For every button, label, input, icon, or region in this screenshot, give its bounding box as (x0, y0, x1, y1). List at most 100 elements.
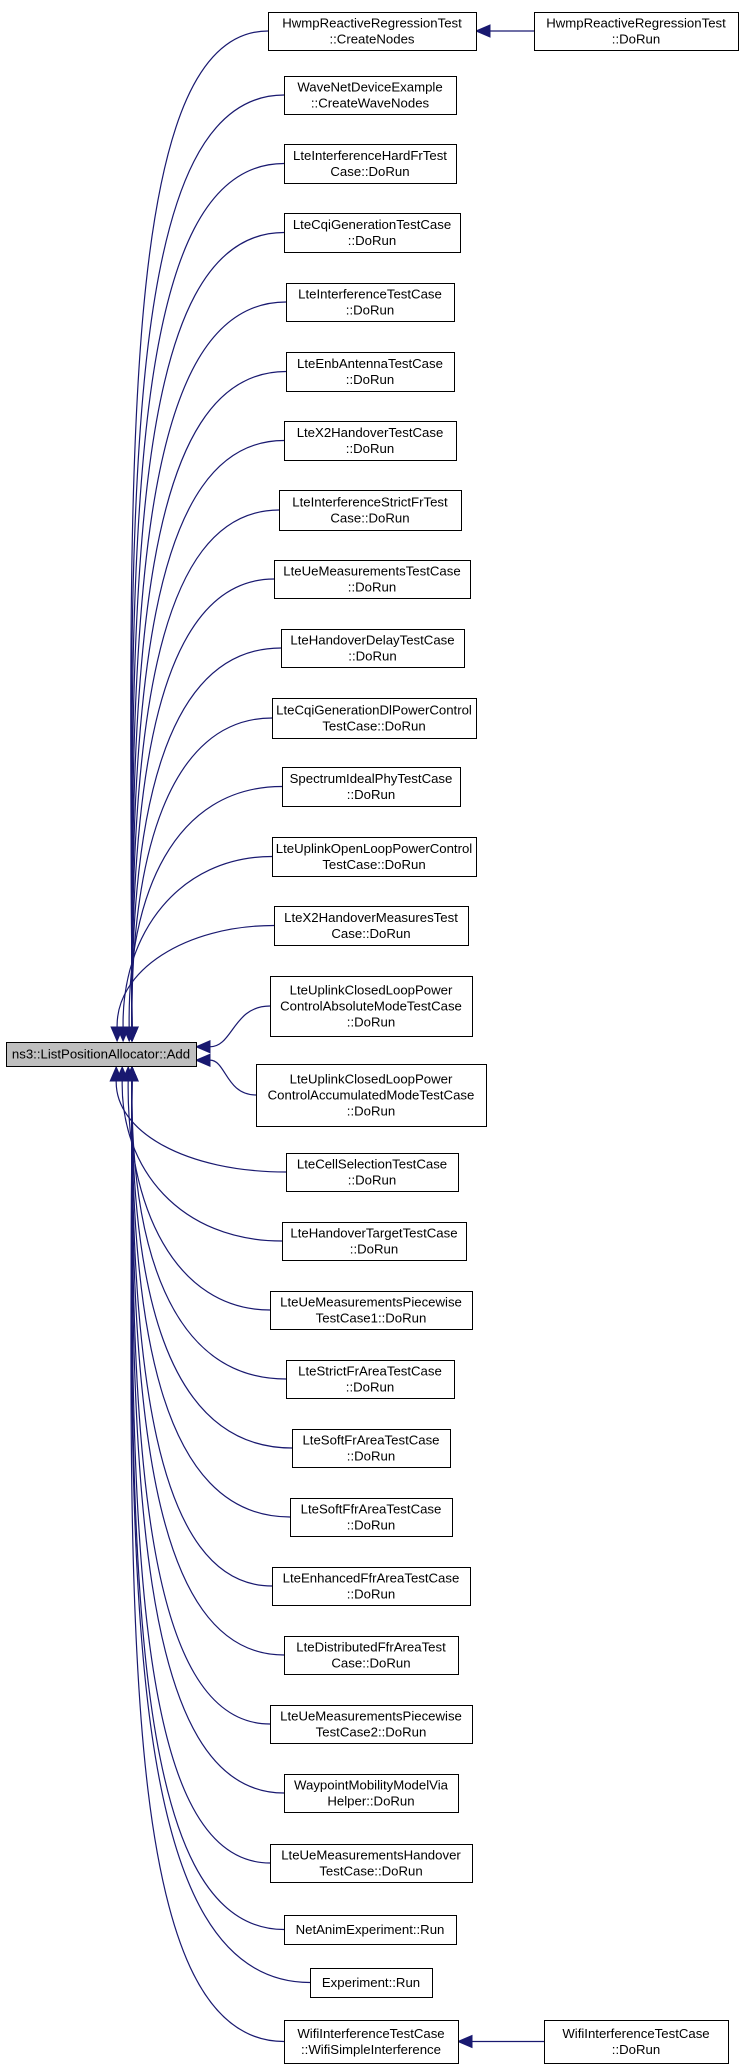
caller-node-n13[interactable]: LteUplinkOpenLoopPowerControlTestCase::D… (272, 837, 477, 877)
node-box (292, 1429, 451, 1468)
node-box (282, 767, 461, 807)
caller-node-n20[interactable]: LteStrictFrAreaTestCase::DoRun (286, 1360, 455, 1399)
edge-n12-to-root (122, 785, 283, 1043)
caller-node-n2[interactable]: WaveNetDeviceExample::CreateWaveNodes (284, 76, 457, 115)
edge-line (131, 1079, 285, 1794)
node-label-line: ::DoRun (347, 1015, 395, 1030)
caller-node-n28[interactable]: NetAnimExperiment::Run (284, 1915, 457, 1945)
node-box (284, 144, 457, 184)
node-label-line: ::DoRun (346, 372, 394, 387)
node-label-line: ::DoRun (612, 32, 660, 47)
node-label-line: ::DoRun (347, 1449, 395, 1464)
edge-line (121, 1079, 283, 1242)
edge-line (128, 785, 283, 1029)
node-label-line: ::DoRun (348, 1173, 396, 1188)
node-box (284, 1774, 459, 1813)
node-label-line: WifiInterferenceTestCase (297, 2026, 444, 2041)
edge-line (131, 231, 285, 1029)
edge-line (131, 1079, 293, 1449)
node-box (6, 1042, 197, 1067)
node-label-line: ns3::ListPositionAllocator::Add (12, 1047, 190, 1062)
edge-n8-to-root (125, 509, 280, 1043)
node-box (270, 1291, 473, 1330)
edge-n4-to-root (125, 231, 285, 1043)
caller-node-n21[interactable]: LteSoftFrAreaTestCase::DoRun (292, 1429, 451, 1468)
node-box (282, 1222, 467, 1261)
caller-node-n30b[interactable]: WifiInterferenceTestCase::DoRun (544, 2020, 729, 2064)
caller-node-n22[interactable]: LteSoftFfrAreaTestCase::DoRun (290, 1498, 453, 1537)
node-label-line: LteUplinkOpenLoopPowerControl (276, 841, 473, 856)
caller-node-n18[interactable]: LteHandoverTargetTestCase::DoRun (282, 1222, 467, 1261)
node-label-line: ::DoRun (346, 303, 394, 318)
node-box (534, 12, 739, 51)
caller-node-n30[interactable]: WifiInterferenceTestCase::WifiSimpleInte… (284, 2020, 459, 2064)
caller-node-n1[interactable]: HwmpReactiveRegressionTest::CreateNodes (268, 12, 477, 51)
nodes-layer: ns3::ListPositionAllocator::Add HwmpReact… (6, 12, 739, 2064)
node-label-line: LteX2HandoverMeasuresTest (284, 910, 458, 925)
edge-line (130, 162, 285, 1029)
node-label-line: ::CreateNodes (329, 32, 414, 47)
caller-node-n16[interactable]: LteUplinkClosedLoopPowerControlAccumulat… (256, 1064, 487, 1127)
node-label-line: ::DoRun (346, 441, 394, 456)
edge-arrow (194, 1053, 211, 1067)
edge-arrow (456, 2034, 473, 2049)
node-label-line: LteInterferenceHardFrTest (293, 148, 447, 163)
edge-n6-to-root (125, 370, 287, 1043)
node-box (274, 906, 469, 946)
node-label-line: LteUeMeasurementsPiecewise (280, 1709, 462, 1724)
edge-n2-to-root (125, 94, 285, 1043)
node-label-line: Case::DoRun (330, 164, 409, 179)
node-label-line: ::DoRun (348, 233, 396, 248)
caller-node-n17[interactable]: LteCellSelectionTestCase::DoRun (286, 1153, 459, 1192)
caller-node-n7[interactable]: LteX2HandoverTestCase::DoRun (284, 421, 457, 461)
node-label-line: HwmpReactiveRegressionTest (282, 16, 462, 31)
caller-node-n25[interactable]: LteUeMeasurementsPiecewiseTestCase2::DoR… (270, 1705, 473, 1744)
node-box (284, 1915, 457, 1945)
edge-line (116, 924, 275, 1029)
node-box (272, 837, 477, 877)
caller-node-n9[interactable]: LteUeMeasurementsTestCase::DoRun (274, 560, 471, 599)
node-box (270, 1705, 473, 1744)
caller-node-n6[interactable]: LteEnbAntennaTestCase::DoRun (286, 352, 455, 392)
caller-node-n5[interactable]: LteInterferenceTestCase::DoRun (286, 283, 455, 322)
edge-arrow (110, 1026, 124, 1043)
edge-arrow (125, 1065, 139, 1082)
node-label-line: Case::DoRun (330, 511, 409, 526)
node-label-line: WaypointMobilityModelVia (294, 1778, 449, 1793)
node-label-line: ::DoRun (348, 580, 396, 595)
node-label-line: TestCase::DoRun (322, 719, 425, 734)
node-box (284, 421, 457, 461)
caller-node-n10[interactable]: LteHandoverDelayTestCase::DoRun (281, 629, 465, 668)
node-box (310, 1968, 433, 1998)
edge-line (131, 578, 275, 1029)
node-label-line: ControlAbsoluteModeTestCase (280, 999, 462, 1014)
node-label-line: LteUeMeasurementsPiecewise (280, 1295, 462, 1310)
caller-node-n1b[interactable]: HwmpReactiveRegressionTest::DoRun (534, 12, 739, 51)
edge-line (130, 1079, 285, 2043)
node-box (290, 1498, 453, 1537)
caller-node-n23[interactable]: LteEnhancedFfrAreaTestCase::DoRun (272, 1567, 471, 1606)
node-label-line: HwmpReactiveRegressionTest (546, 16, 726, 31)
node-label-line: WifiInterferenceTestCase (562, 2026, 709, 2041)
node-label-line: LteStrictFrAreaTestCase (298, 1364, 442, 1379)
caller-node-n4[interactable]: LteCqiGenerationTestCase::DoRun (284, 213, 461, 253)
caller-node-n11[interactable]: LteCqiGenerationDlPowerControlTestCase::… (272, 698, 477, 739)
caller-node-n15[interactable]: LteUplinkClosedLoopPowerControlAbsoluteM… (270, 976, 473, 1037)
caller-node-n29[interactable]: Experiment::Run (310, 1968, 433, 1998)
caller-node-n12[interactable]: SpectrumIdealPhyTestCase::DoRun (282, 767, 461, 807)
root-node[interactable]: ns3::ListPositionAllocator::Add (6, 1042, 197, 1067)
node-box (270, 976, 473, 1037)
node-label-line: Case::DoRun (331, 1656, 410, 1671)
node-box (256, 1064, 487, 1127)
node-box (281, 629, 465, 668)
caller-node-n19[interactable]: LteUeMeasurementsPiecewiseTestCase1::DoR… (270, 1291, 473, 1330)
node-box (286, 1360, 455, 1399)
node-box (268, 12, 477, 51)
edge-line (130, 1079, 285, 1931)
